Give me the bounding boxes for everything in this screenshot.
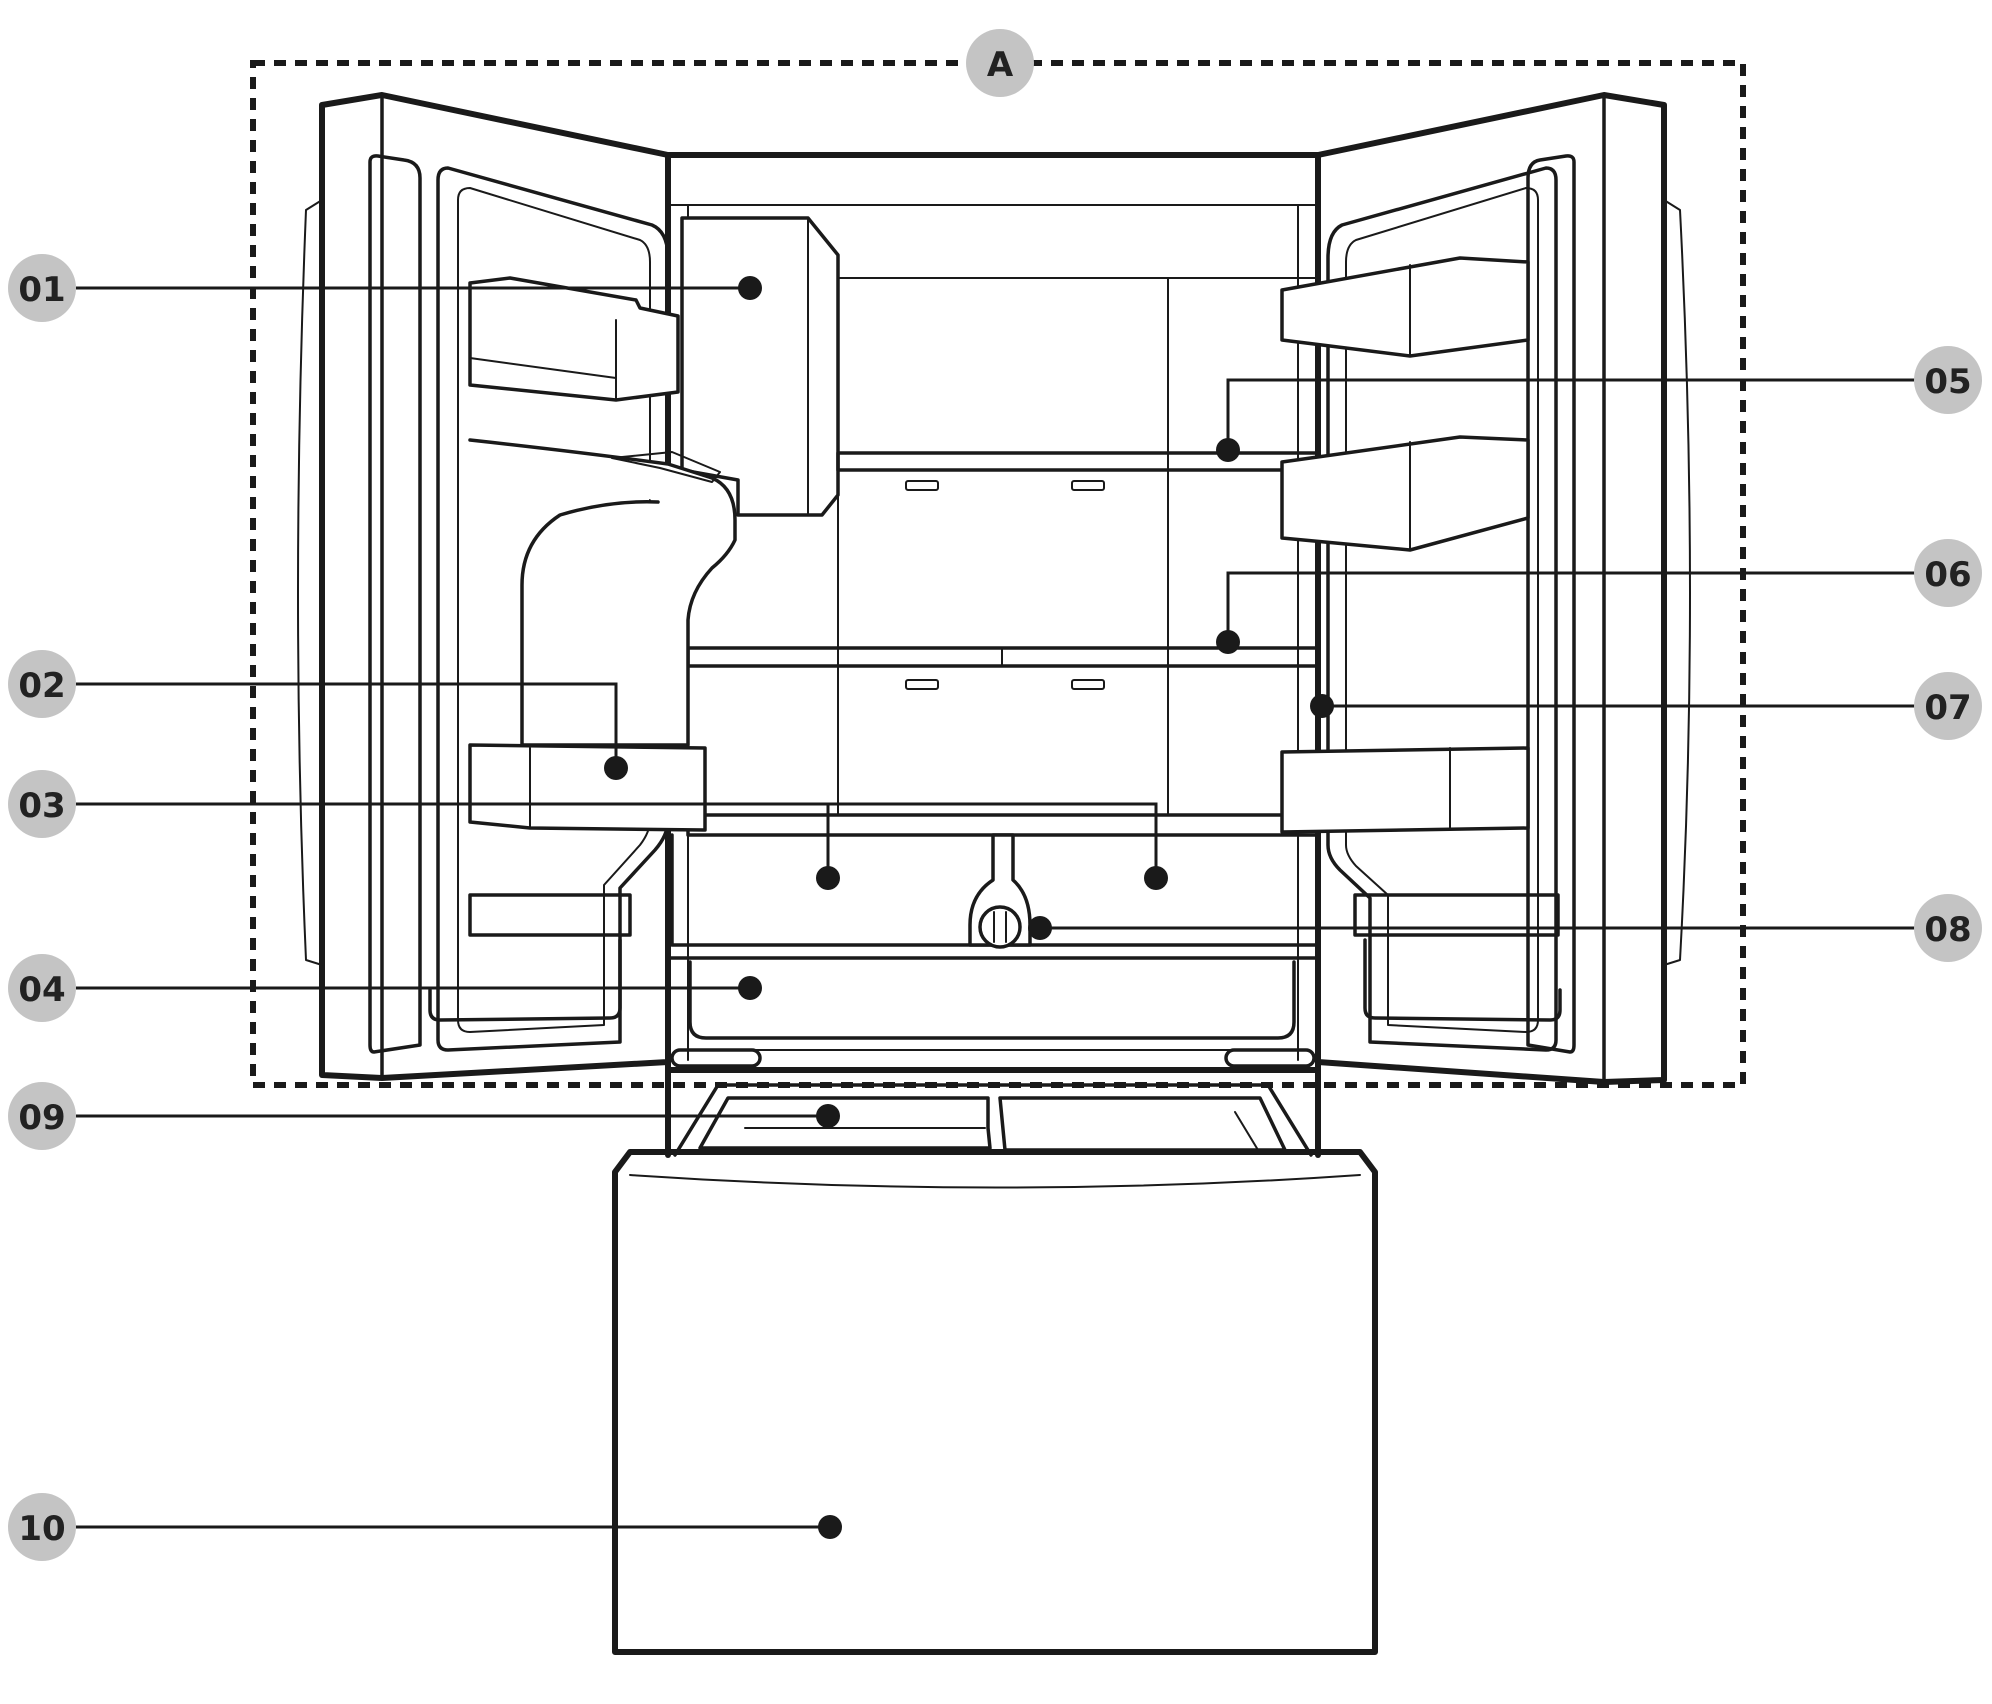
dot-04	[738, 976, 762, 1000]
leader-02	[76, 682, 618, 768]
freezer-compartment	[612, 1067, 1378, 1655]
left-door	[297, 92, 737, 1081]
shelf-upper-clip-right	[1071, 480, 1105, 491]
left-door-bin-middle	[468, 743, 707, 832]
right-door-bin-lower	[1353, 893, 1560, 937]
dispenser-top-cap	[611, 451, 721, 483]
callout-10: 10	[8, 1493, 76, 1561]
callout-06-label: 06	[1924, 555, 1971, 595]
dispenser-housing	[468, 438, 737, 747]
freezer-basket-upper	[698, 1096, 992, 1150]
dot-08	[1028, 916, 1052, 940]
callout-06-circle	[1914, 539, 1982, 607]
left-door-bin-upper-lip	[469, 357, 617, 379]
callout-06: 06	[1914, 539, 1982, 607]
callout-01: 01	[8, 254, 76, 322]
deli-drawer	[688, 960, 1296, 1040]
left-door-liner	[436, 166, 670, 1052]
right-door-gasket	[1526, 154, 1576, 1054]
water-filter-cap	[978, 905, 1022, 949]
freezer-drawer-handle-edge	[629, 1174, 1361, 1189]
callout-05-circle	[1914, 346, 1982, 414]
callout-08-circle	[1914, 894, 1982, 962]
leader-03	[76, 802, 1158, 878]
leader-06	[1226, 571, 1916, 642]
shelf-upper	[836, 451, 1320, 472]
freezer-drawer	[612, 1149, 1378, 1655]
left-door-bin-upper	[468, 276, 680, 402]
dot-05	[1216, 438, 1240, 462]
dot-03-left	[816, 866, 840, 890]
callout-a: A	[966, 29, 1034, 97]
callout-a-circle	[966, 29, 1034, 97]
shelf-lower-clip-left	[905, 679, 939, 690]
leader-05	[1226, 378, 1916, 450]
right-door-hinge-edge	[1663, 199, 1691, 966]
callout-09-label: 09	[18, 1098, 65, 1138]
dot-09	[816, 1104, 840, 1128]
callout-09: 09	[8, 1082, 76, 1150]
callout-03: 03	[8, 770, 76, 838]
callout-08: 08	[1914, 894, 1982, 962]
callout-08-label: 08	[1924, 910, 1971, 950]
callout-05-label: 05	[1924, 362, 1971, 402]
callout-01-circle	[8, 254, 76, 322]
ice-maker	[680, 216, 840, 517]
callout-02: 02	[8, 650, 76, 718]
right-door-bin-bottom	[1363, 938, 1562, 1022]
callout-04: 04	[8, 954, 76, 1022]
callout-a-label: A	[987, 45, 1014, 85]
leader-dots	[604, 276, 1334, 1539]
dot-07	[1310, 694, 1334, 718]
right-door-bin-middle	[1280, 746, 1530, 834]
dot-01	[738, 276, 762, 300]
dot-06	[1216, 630, 1240, 654]
right-door-bin-top	[1280, 256, 1530, 358]
crisper-cover	[686, 813, 1320, 837]
callout-10-circle	[8, 1493, 76, 1561]
left-door-hinge-edge	[297, 199, 323, 966]
left-door-bin-bottom	[428, 938, 622, 1022]
callout-02-circle	[8, 650, 76, 718]
callout-02-label: 02	[18, 666, 65, 706]
dot-10	[818, 1515, 842, 1539]
callout-04-label: 04	[18, 970, 65, 1010]
callout-10-label: 10	[18, 1509, 65, 1549]
divider-handle-right	[1224, 1048, 1316, 1068]
right-door-liner	[1326, 166, 1558, 1052]
left-door-liner-inner	[457, 187, 651, 1033]
callout-07-label: 07	[1924, 688, 1971, 728]
callout-03-circle	[8, 770, 76, 838]
leader-lines	[76, 286, 1916, 1529]
dot-02	[604, 756, 628, 780]
right-door-bin-second	[1280, 435, 1530, 552]
callout-09-circle	[8, 1082, 76, 1150]
freezer-basket-frame	[673, 1083, 1313, 1157]
divider-handle-left	[670, 1048, 762, 1068]
shelf-lower-clip-right	[1071, 679, 1105, 690]
shelf-upper-clip-left	[905, 480, 939, 491]
left-door-bin-lower	[468, 893, 632, 937]
left-door-gasket	[368, 154, 422, 1054]
callout-04-circle	[8, 954, 76, 1022]
freezer-basket-right-inner	[1234, 1111, 1259, 1151]
refrigerator-compartment	[665, 152, 1321, 1073]
callout-01-label: 01	[18, 270, 65, 310]
callout-05: 05	[1914, 346, 1982, 414]
callout-07-circle	[1914, 672, 1982, 740]
callout-03-label: 03	[18, 786, 65, 826]
callout-07: 07	[1914, 672, 1982, 740]
dot-03-right	[1144, 866, 1168, 890]
right-door	[1280, 92, 1691, 1085]
